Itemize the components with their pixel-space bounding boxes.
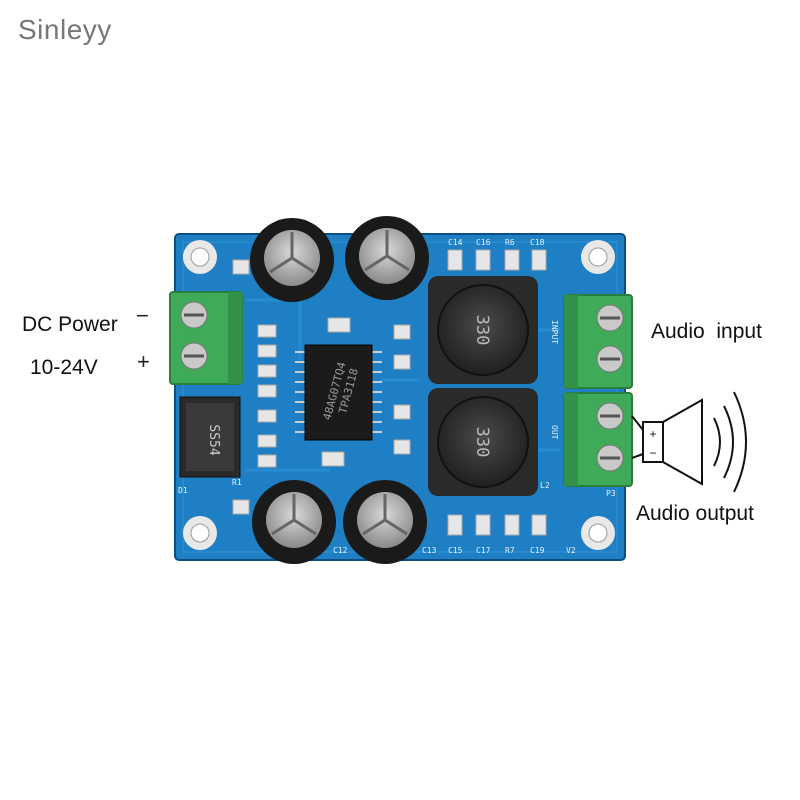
svg-text:−: − xyxy=(649,446,656,460)
silkscreen-labels: C14 C16 R6 C18 C15 C17 R7 C19 C12 C13 D1… xyxy=(178,238,616,555)
dc-power-label: DC Power xyxy=(22,313,118,336)
silk-r7: R7 xyxy=(505,546,515,555)
svg-text:+: + xyxy=(649,427,656,441)
silk-v2: V2 xyxy=(566,546,576,555)
diode-ss54: SS54 xyxy=(179,396,241,478)
silk-d1: D1 xyxy=(178,486,188,495)
audio-input-label: Audio input xyxy=(651,320,762,343)
silk-c14: C14 xyxy=(448,238,463,247)
inductor-bottom-label: 330 xyxy=(472,427,492,458)
silk-c15: C15 xyxy=(448,546,463,555)
capacitor-bottom-right xyxy=(343,480,427,564)
voltage-label: 10-24V xyxy=(30,356,98,379)
silk-c16: C16 xyxy=(476,238,491,247)
minus-sign: − xyxy=(136,303,149,328)
silk-c13: C13 xyxy=(422,546,437,555)
silk-c12: C12 xyxy=(333,546,348,555)
smd-components xyxy=(232,249,547,536)
inductor-top: 330 xyxy=(428,276,538,384)
amplifier-chip: 48AG07TQ4 TPA3118 xyxy=(295,344,382,441)
silk-c19: C19 xyxy=(530,546,545,555)
audio-output-label: Audio output xyxy=(636,502,754,525)
inductor-top-label: 330 xyxy=(472,315,492,346)
silk-out: OUT xyxy=(550,425,559,440)
silk-c17: C17 xyxy=(476,546,491,555)
silk-l2: L2 xyxy=(540,481,550,490)
silk-r1: R1 xyxy=(232,478,242,487)
silk-c18: C18 xyxy=(530,238,545,247)
watermark: Sinleyy xyxy=(18,14,112,45)
capacitor-bottom-left xyxy=(252,480,336,564)
diode-label: SS54 xyxy=(206,424,221,455)
plus-sign: + xyxy=(137,349,150,374)
mounting-holes xyxy=(183,240,615,550)
silk-p3: P3 xyxy=(606,489,616,498)
output-terminal-block xyxy=(563,392,633,487)
capacitor-top-right xyxy=(345,216,429,300)
capacitor-top-left xyxy=(250,218,334,302)
power-terminal-block xyxy=(169,291,243,385)
speaker-icon: + − xyxy=(631,391,747,493)
silk-r6: R6 xyxy=(505,238,515,247)
input-terminal-block xyxy=(563,294,633,389)
silk-input: INPUT xyxy=(550,320,559,344)
inductor-bottom: 330 xyxy=(428,388,538,496)
